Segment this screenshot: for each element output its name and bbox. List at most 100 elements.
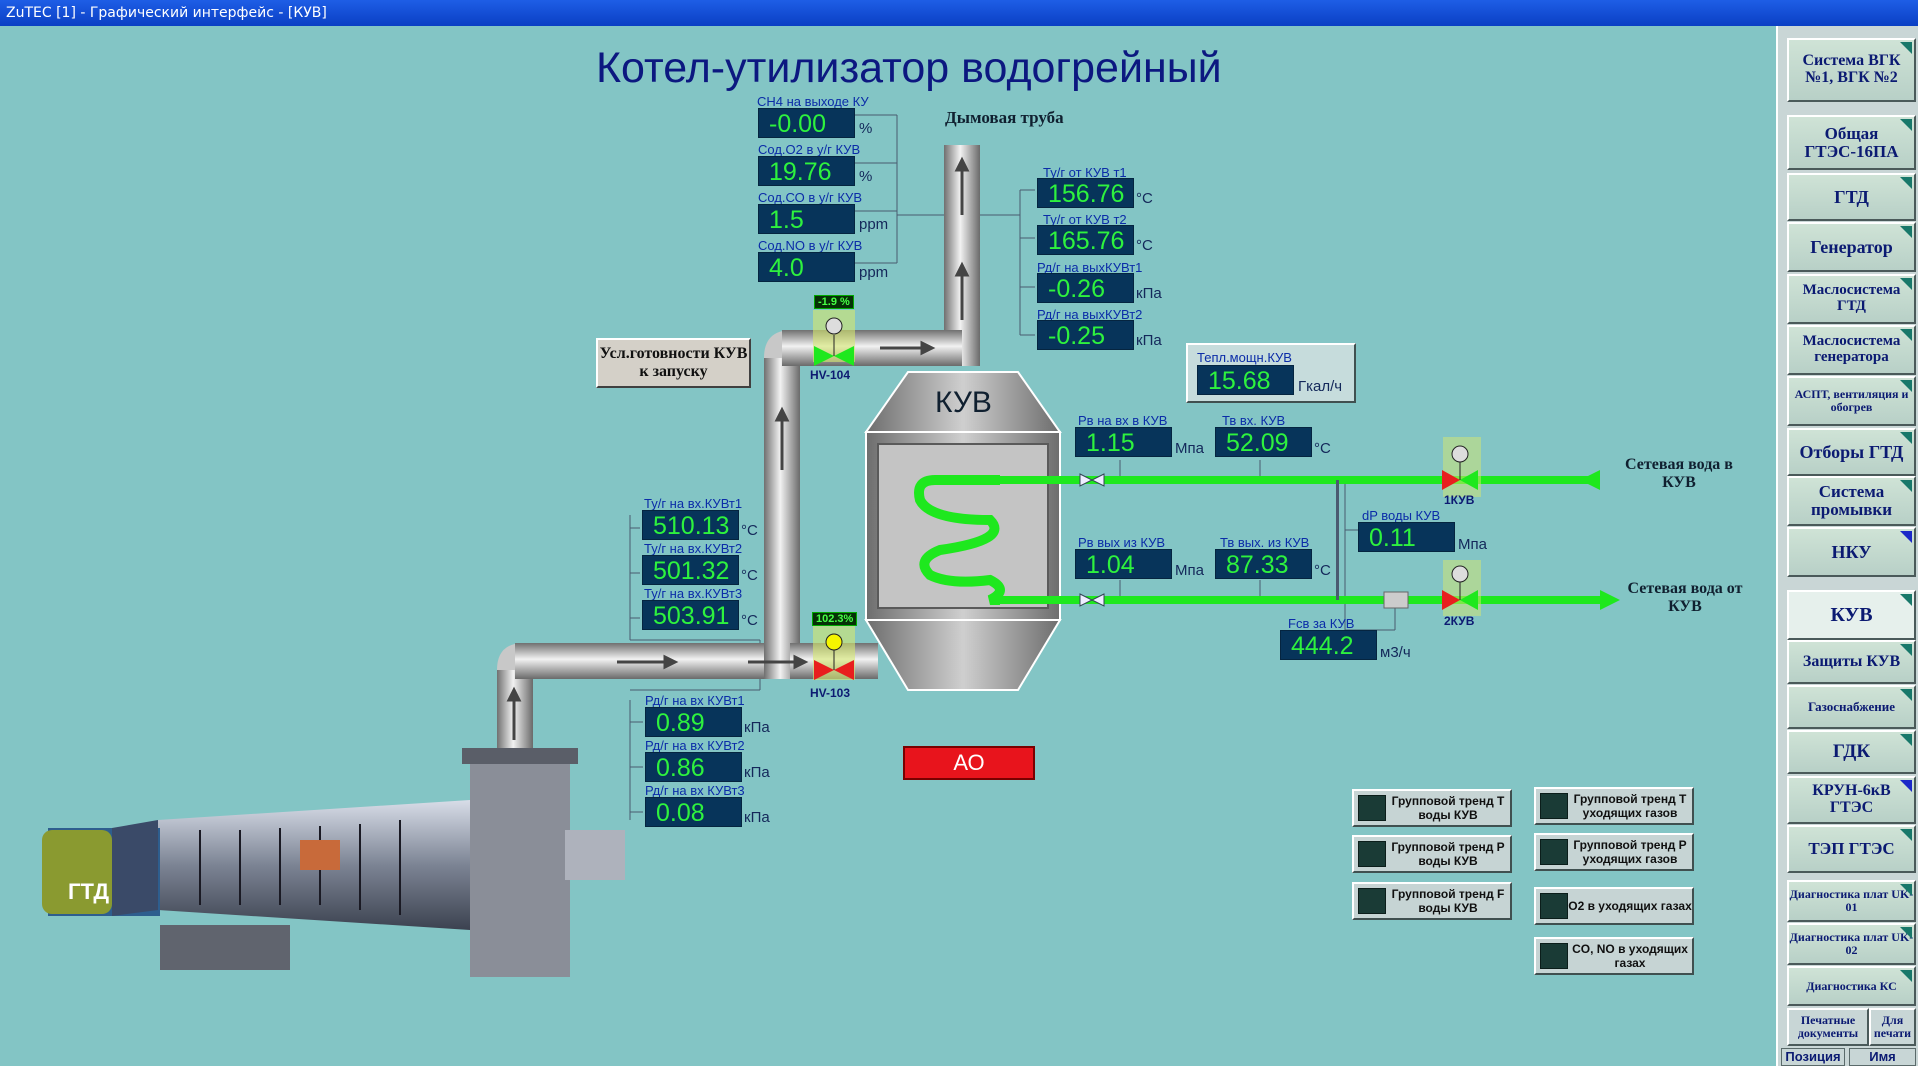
flow-label: Fсв за КУВ bbox=[1288, 616, 1355, 631]
for-print-button[interactable]: Для печати bbox=[1869, 1008, 1916, 1046]
dp-water-value[interactable]: 0.11 bbox=[1358, 522, 1455, 552]
p-out1-unit: кПа bbox=[1136, 285, 1162, 302]
valve-hv104-graphic bbox=[813, 310, 855, 366]
nav-krun[interactable]: КРУН-6кВ ГТЭС bbox=[1787, 776, 1916, 824]
boiler-kuv bbox=[864, 371, 1062, 691]
trend-icon bbox=[1540, 793, 1568, 819]
tw-out-label: Тв вых. из КУВ bbox=[1220, 535, 1310, 550]
no-unit: ppm bbox=[859, 264, 889, 281]
trend-p-water-button[interactable]: Групповой тренд Р воды КУВ bbox=[1352, 835, 1512, 873]
p-out1-value[interactable]: -0.26 bbox=[1037, 273, 1134, 303]
t-out2-value[interactable]: 165.76 bbox=[1037, 225, 1134, 255]
nav-oil-generator[interactable]: Маслосистема генератора bbox=[1787, 325, 1916, 375]
nav-nku[interactable]: НКУ bbox=[1787, 527, 1916, 577]
valve-2kuv-tag[interactable]: 2КУВ bbox=[1444, 614, 1475, 628]
trend-p-gas-button[interactable]: Групповой тренд Р уходящих газов bbox=[1534, 833, 1694, 871]
tab-name[interactable]: Имя bbox=[1849, 1048, 1916, 1066]
nav-washing[interactable]: Система промывки bbox=[1787, 476, 1916, 526]
trend-t-gas-button[interactable]: Групповой тренд Т уходящих газов bbox=[1534, 787, 1694, 825]
no-value[interactable]: 4.0 bbox=[758, 252, 855, 282]
water-in-label: Сетевая вода в КУВ bbox=[1625, 456, 1733, 491]
heat-power-unit: Гкал/ч bbox=[1298, 378, 1343, 395]
o2-unit: % bbox=[859, 168, 873, 185]
flow-arrows bbox=[506, 156, 970, 740]
tab-position[interactable]: Позиция bbox=[1781, 1048, 1845, 1066]
trend-co-no-gas-button[interactable]: CO, NO в уходящих газах bbox=[1534, 937, 1694, 975]
ch4-label: CH4 на выходе КУ bbox=[757, 94, 869, 109]
nav-oil-gtd[interactable]: Маслосистема ГТД bbox=[1787, 274, 1916, 324]
trend-icon bbox=[1540, 943, 1568, 969]
p-in3-label: Рд/г на вх КУВт3 bbox=[645, 783, 745, 798]
nav-generator[interactable]: Генератор bbox=[1787, 222, 1916, 272]
t-out2-unit: °С bbox=[1136, 237, 1153, 254]
nav-vgk[interactable]: Система ВГК №1, ВГК №2 bbox=[1787, 38, 1916, 102]
trend-icon bbox=[1540, 839, 1568, 865]
hv103-tag[interactable]: HV-103 bbox=[810, 686, 851, 700]
hv104-tag[interactable]: HV-104 bbox=[810, 368, 851, 382]
p-in2-label: Рд/г на вх КУВт2 bbox=[645, 738, 745, 753]
flow-unit: м3/ч bbox=[1380, 644, 1411, 661]
gas-turbine-graphic bbox=[42, 748, 625, 977]
pw-out-value[interactable]: 1.04 bbox=[1075, 549, 1172, 579]
t-out1-label: Ту/г от КУВ т1 bbox=[1043, 165, 1127, 180]
t-in1-unit: °С bbox=[741, 522, 758, 539]
flow-value[interactable]: 444.2 bbox=[1280, 630, 1377, 660]
pw-in-value[interactable]: 1.15 bbox=[1075, 427, 1172, 457]
p-out2-value[interactable]: -0.25 bbox=[1037, 320, 1134, 350]
nav-diag-ks[interactable]: Диагностика КС bbox=[1787, 966, 1916, 1006]
p-in2-value[interactable]: 0.86 bbox=[645, 752, 742, 782]
nav-gtd[interactable]: ГТД bbox=[1787, 173, 1916, 221]
t-out1-value[interactable]: 156.76 bbox=[1037, 178, 1134, 208]
valve-2kuv-graphic bbox=[1442, 560, 1481, 616]
t-in2-value[interactable]: 501.32 bbox=[642, 555, 739, 585]
hv103-position: 102.3% bbox=[812, 612, 858, 626]
ch4-value[interactable]: -0.00 bbox=[758, 108, 855, 138]
valve-1kuv-graphic bbox=[1442, 437, 1481, 497]
nav-gas-supply[interactable]: Газоснабжение bbox=[1787, 685, 1916, 729]
valve-1kuv-tag[interactable]: 1КУВ bbox=[1444, 493, 1475, 507]
p-in1-value[interactable]: 0.89 bbox=[645, 707, 742, 737]
heat-power-value[interactable]: 15.68 bbox=[1197, 365, 1294, 395]
water-pipes bbox=[1000, 470, 1620, 610]
trend-icon bbox=[1540, 893, 1568, 919]
boiler-label: КУВ bbox=[935, 386, 992, 419]
tw-out-value[interactable]: 87.33 bbox=[1215, 549, 1312, 579]
nav-diag-uk02[interactable]: Диагностика плат UK-02 bbox=[1787, 923, 1916, 965]
o2-label: Сод.О2 в у/г КУВ bbox=[758, 142, 861, 157]
trend-f-water-button[interactable]: Групповой тренд F воды КУВ bbox=[1352, 882, 1512, 920]
t-in3-value[interactable]: 503.91 bbox=[642, 600, 739, 630]
co-value[interactable]: 1.5 bbox=[758, 204, 855, 234]
co-unit: ppm bbox=[859, 216, 889, 233]
tw-in-label: Тв вх. КУВ bbox=[1222, 413, 1286, 428]
nav-kuv[interactable]: КУВ bbox=[1787, 590, 1916, 640]
trend-t-water-button[interactable]: Групповой тренд Т воды КУВ bbox=[1352, 789, 1512, 827]
o2-value[interactable]: 19.76 bbox=[758, 156, 855, 186]
nav-kuv-protection[interactable]: Защиты КУВ bbox=[1787, 640, 1916, 684]
no-label: Сод.NO в у/г КУВ bbox=[758, 238, 863, 253]
tw-out-unit: °С bbox=[1314, 562, 1331, 579]
tw-in-value[interactable]: 52.09 bbox=[1215, 427, 1312, 457]
t-in1-value[interactable]: 510.13 bbox=[642, 510, 739, 540]
window-title: ZuTEC [1] - Графический интерфейс - [КУВ… bbox=[6, 5, 327, 21]
t-in3-label: Ту/г на вх.КУВт3 bbox=[644, 586, 743, 601]
nav-gdk[interactable]: ГДК bbox=[1787, 730, 1916, 774]
tw-in-unit: °С bbox=[1314, 440, 1331, 457]
nav-aspt[interactable]: АСПТ, вентиляция и обогрев bbox=[1787, 376, 1916, 426]
nav-gtes[interactable]: Общая ГТЭС-16ПА bbox=[1787, 115, 1916, 170]
print-documents-button[interactable]: Печатные документы bbox=[1787, 1008, 1869, 1046]
pw-in-label: Рв на вх в КУВ bbox=[1078, 413, 1168, 428]
heat-power-label: Тепл.мощн.КУВ bbox=[1197, 350, 1292, 365]
nav-tep[interactable]: ТЭП ГТЭС bbox=[1787, 825, 1916, 873]
dp-water-unit: Мпа bbox=[1458, 536, 1487, 553]
p-in3-value[interactable]: 0.08 bbox=[645, 797, 742, 827]
nav-diag-uk01[interactable]: Диагностика плат UK-01 bbox=[1787, 880, 1916, 922]
p-out2-label: Рд/г на выхКУВт2 bbox=[1037, 307, 1143, 322]
p-in3-unit: кПа bbox=[744, 809, 770, 826]
readiness-button[interactable]: Усл.готовности КУВ к запуску bbox=[596, 338, 751, 388]
alarm-button[interactable]: АО bbox=[903, 746, 1035, 780]
page-title: Котел-утилизатор водогрейный bbox=[596, 44, 1222, 92]
trend-o2-gas-button[interactable]: О2 в уходящих газах bbox=[1534, 887, 1694, 925]
connector-lines bbox=[629, 114, 1396, 820]
nav-otbory[interactable]: Отборы ГТД bbox=[1787, 428, 1916, 476]
chimney-label: Дымовая труба bbox=[945, 108, 1064, 127]
